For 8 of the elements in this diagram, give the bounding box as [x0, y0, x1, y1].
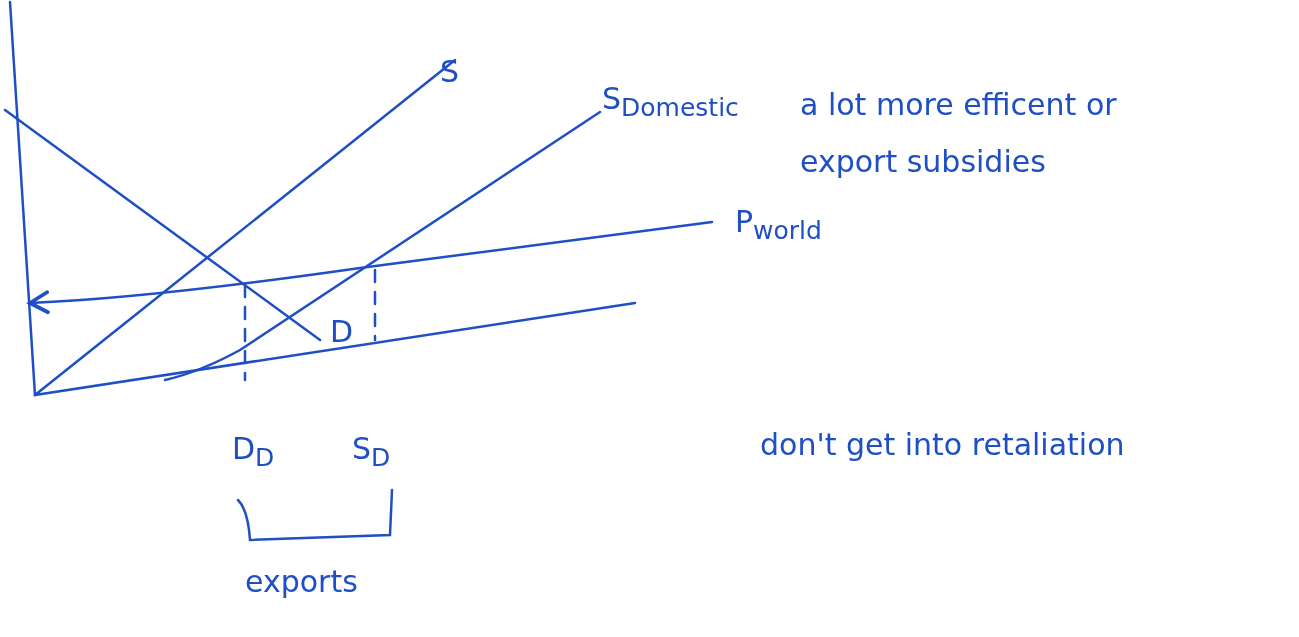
note: a lot more efficent or export subsidies [800, 86, 1118, 181]
curve-label: S$_{Domestic}$ [602, 82, 739, 123]
note: don't get into retaliation [760, 428, 1125, 463]
axis-label: S$_{D}$ [352, 432, 391, 473]
curve-label: P$_{world}$ [735, 205, 822, 246]
curve-label: D [330, 315, 354, 350]
axis-label: D$_{D}$ [232, 432, 275, 473]
bracket-label: exports [245, 565, 358, 600]
